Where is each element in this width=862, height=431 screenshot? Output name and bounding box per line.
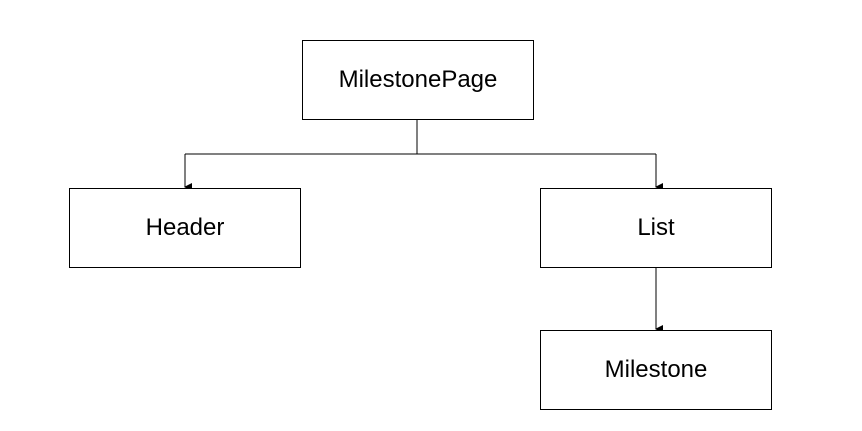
node-label: MilestonePage xyxy=(338,66,498,93)
node-label: List xyxy=(637,214,675,241)
node-milestone-page: MilestonePage xyxy=(302,40,534,120)
node-list: List xyxy=(540,188,772,268)
node-label: Header xyxy=(145,214,225,241)
node-milestone: Milestone xyxy=(540,330,772,410)
node-label: Milestone xyxy=(604,356,708,383)
node-header: Header xyxy=(69,188,301,268)
